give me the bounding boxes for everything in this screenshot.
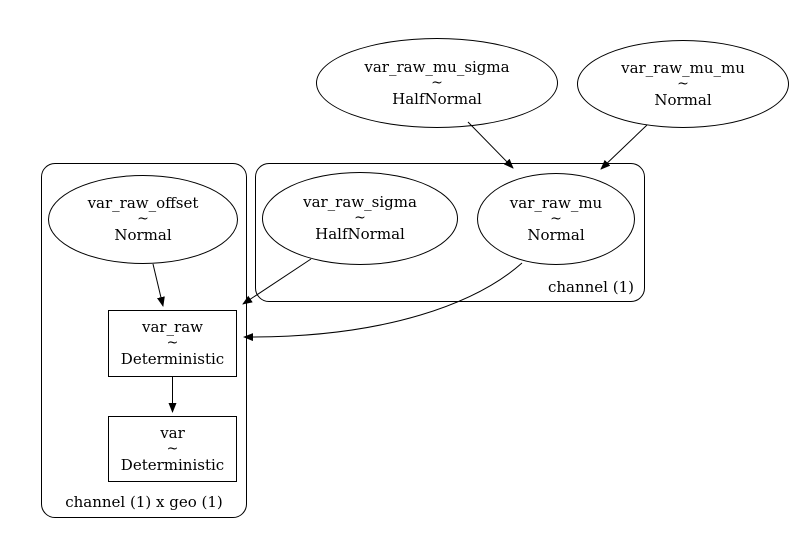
node-var-raw-mu-mu-relation: ~ — [677, 75, 689, 92]
node-var-raw-mu: var_raw_mu ~ Normal — [477, 173, 635, 265]
node-var-raw: var_raw ~ Deterministic — [108, 310, 237, 377]
node-var-distribution: Deterministic — [120, 455, 225, 474]
node-var-raw-mu-relation: ~ — [550, 210, 562, 227]
node-var-raw-offset-distribution: Normal — [114, 226, 172, 244]
node-var-relation: ~ — [166, 440, 179, 457]
node-var-raw-relation: ~ — [166, 335, 179, 351]
node-var-raw-offset-relation: ~ — [137, 211, 149, 227]
node-var-raw-sigma: var_raw_sigma ~ HalfNormal — [262, 172, 458, 265]
node-var-raw-mu-mu: var_raw_mu_mu ~ Normal — [577, 40, 789, 128]
node-var-raw-mu-mu-name: var_raw_mu_mu — [621, 58, 745, 77]
node-var-raw-sigma-name: var_raw_sigma — [303, 193, 417, 211]
node-var-raw-mu-sigma: var_raw_mu_sigma ~ HalfNormal — [316, 38, 558, 128]
node-var-raw-mu-distribution: Normal — [527, 225, 585, 244]
node-var-raw-mu-name: var_raw_mu — [509, 193, 603, 212]
node-var-raw-sigma-distribution: HalfNormal — [315, 225, 405, 243]
node-var: var ~ Deterministic — [108, 416, 237, 482]
node-var-raw-distribution: Deterministic — [120, 350, 225, 368]
node-var-raw-mu-mu-distribution: Normal — [654, 90, 712, 109]
node-var-raw-mu-sigma-relation: ~ — [431, 74, 443, 91]
node-var-raw-name: var_raw — [141, 318, 204, 336]
cluster-channel-label: channel (1) — [547, 278, 634, 296]
node-var-raw-mu-sigma-distribution: HalfNormal — [392, 89, 482, 108]
node-var-raw-offset: var_raw_offset ~ Normal — [48, 175, 238, 264]
node-var-name: var — [160, 423, 185, 442]
node-var-raw-offset-name: var_raw_offset — [87, 194, 199, 212]
edge-var-raw-mu-sigma-to-var-raw-mu — [467, 121, 514, 169]
cluster-channel-x-geo-label: channel (1) x geo (1) — [65, 493, 223, 511]
node-var-raw-sigma-relation: ~ — [354, 210, 366, 226]
node-var-raw-mu-sigma-name: var_raw_mu_sigma — [364, 57, 510, 76]
